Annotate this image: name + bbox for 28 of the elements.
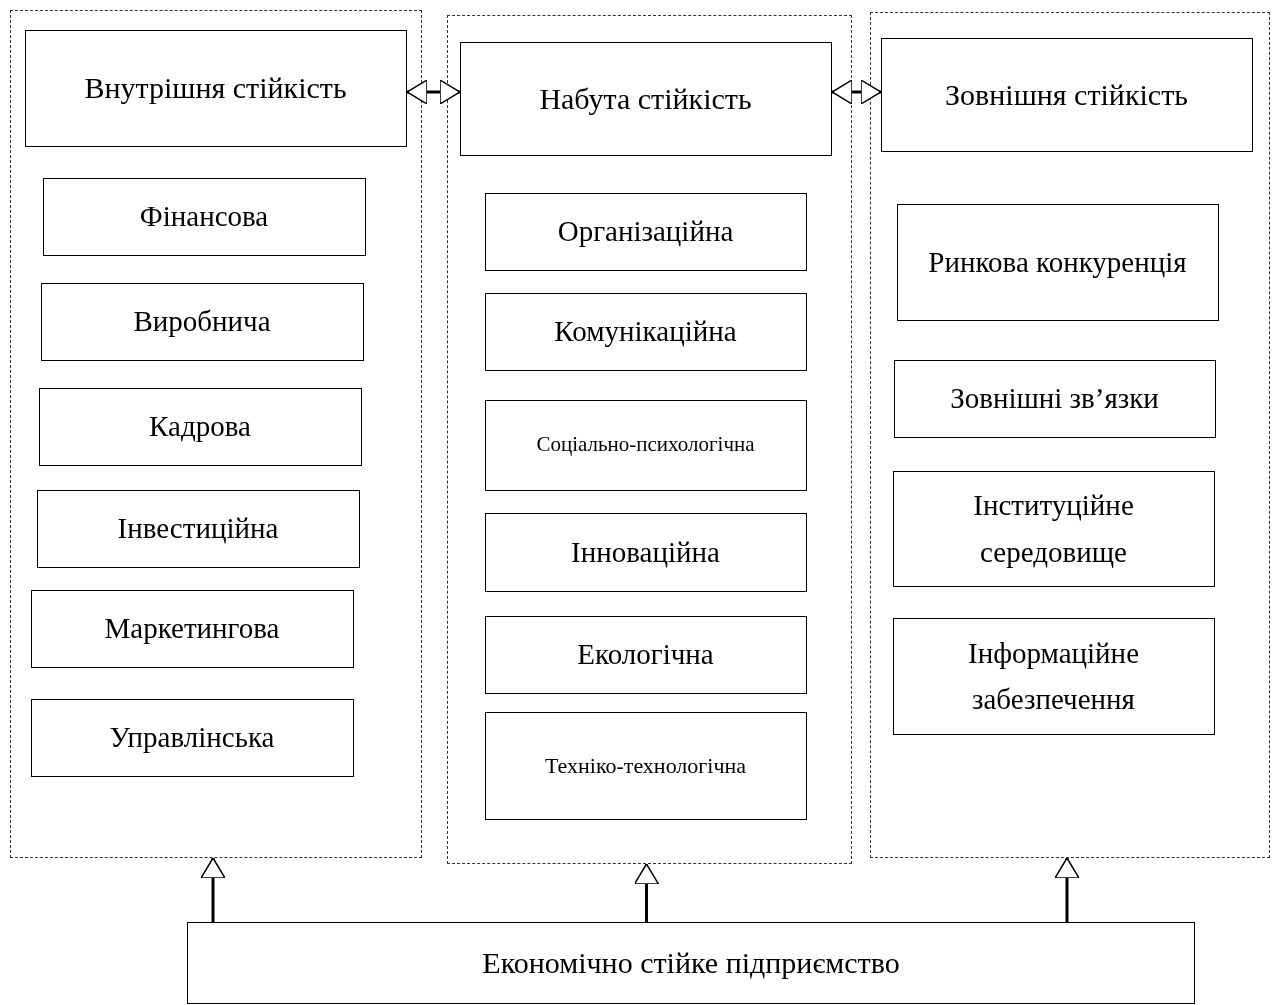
category-box: Набута стійкість <box>459 41 832 156</box>
category-box: Інформаційне забезпечення <box>892 617 1215 735</box>
double-arrow <box>831 79 882 105</box>
dashed-group-frame <box>870 12 1270 858</box>
double-arrow <box>406 79 461 105</box>
dashed-group-frame <box>447 15 852 864</box>
category-box: Маркетингова <box>30 589 354 668</box>
category-box: Організаційна <box>484 192 807 271</box>
category-box: Соціально-психологічна <box>484 399 807 491</box>
category-box: Фінансова <box>42 177 366 256</box>
arrow <box>1054 857 1080 922</box>
arrow <box>633 863 660 922</box>
category-box: Екологічна <box>484 615 807 694</box>
category-box: Внутрішня стійкість <box>24 29 407 147</box>
category-box: Кадрова <box>38 387 362 466</box>
arrow <box>200 857 226 922</box>
category-box: Виробнича <box>40 282 364 361</box>
category-box: Зовнішня стійкість <box>880 37 1253 152</box>
category-box: Ринкова конкуренція <box>896 203 1219 321</box>
category-box: Економічно стійке підприємство <box>187 922 1195 1004</box>
category-box: Інноваційна <box>484 512 807 592</box>
category-box: Інституційне середовище <box>892 470 1215 587</box>
dashed-group-frame <box>10 10 422 858</box>
category-box: Зовнішні зв’язки <box>893 359 1216 438</box>
category-box: Техніко-технологічна <box>484 711 807 820</box>
category-box: Управлінська <box>30 698 354 777</box>
category-box: Інвестиційна <box>36 489 360 568</box>
category-box: Комунікаційна <box>484 292 807 371</box>
